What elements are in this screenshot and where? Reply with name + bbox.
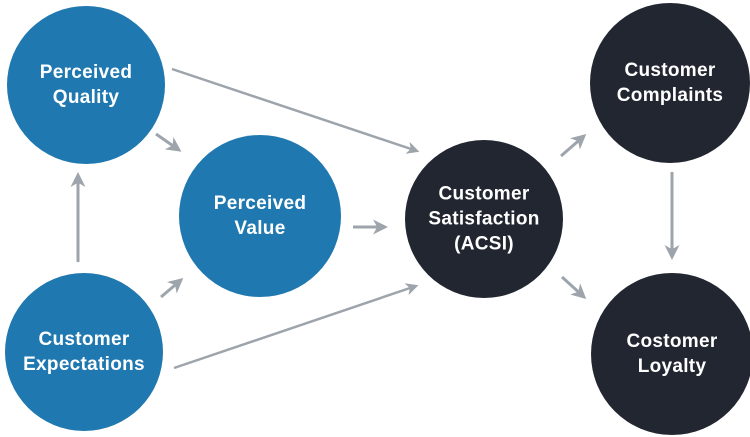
- perceived-value-circle: [179, 135, 341, 297]
- arrow-customer-expectations-to-perceived-value: [160, 278, 184, 299]
- customer-complaints-circle: [590, 3, 750, 163]
- arrow-customer-satisfaction-to-costomer-loyalty: [560, 275, 587, 300]
- arrow-customer-expectations-to-customer-satisfaction: [173, 283, 419, 370]
- customer-satisfaction-acsi-circle: [405, 140, 563, 298]
- costomer-loyalty-circle: [591, 273, 750, 435]
- customer-expectations-circle: [5, 273, 163, 431]
- arrow-customer-satisfaction-to-customer-complaints: [560, 134, 587, 158]
- arrow-perceived-quality-to-customer-satisfaction: [171, 67, 420, 154]
- perceived-quality-circle: [7, 6, 165, 164]
- arrow-perceived-quality-to-perceived-value: [155, 132, 182, 152]
